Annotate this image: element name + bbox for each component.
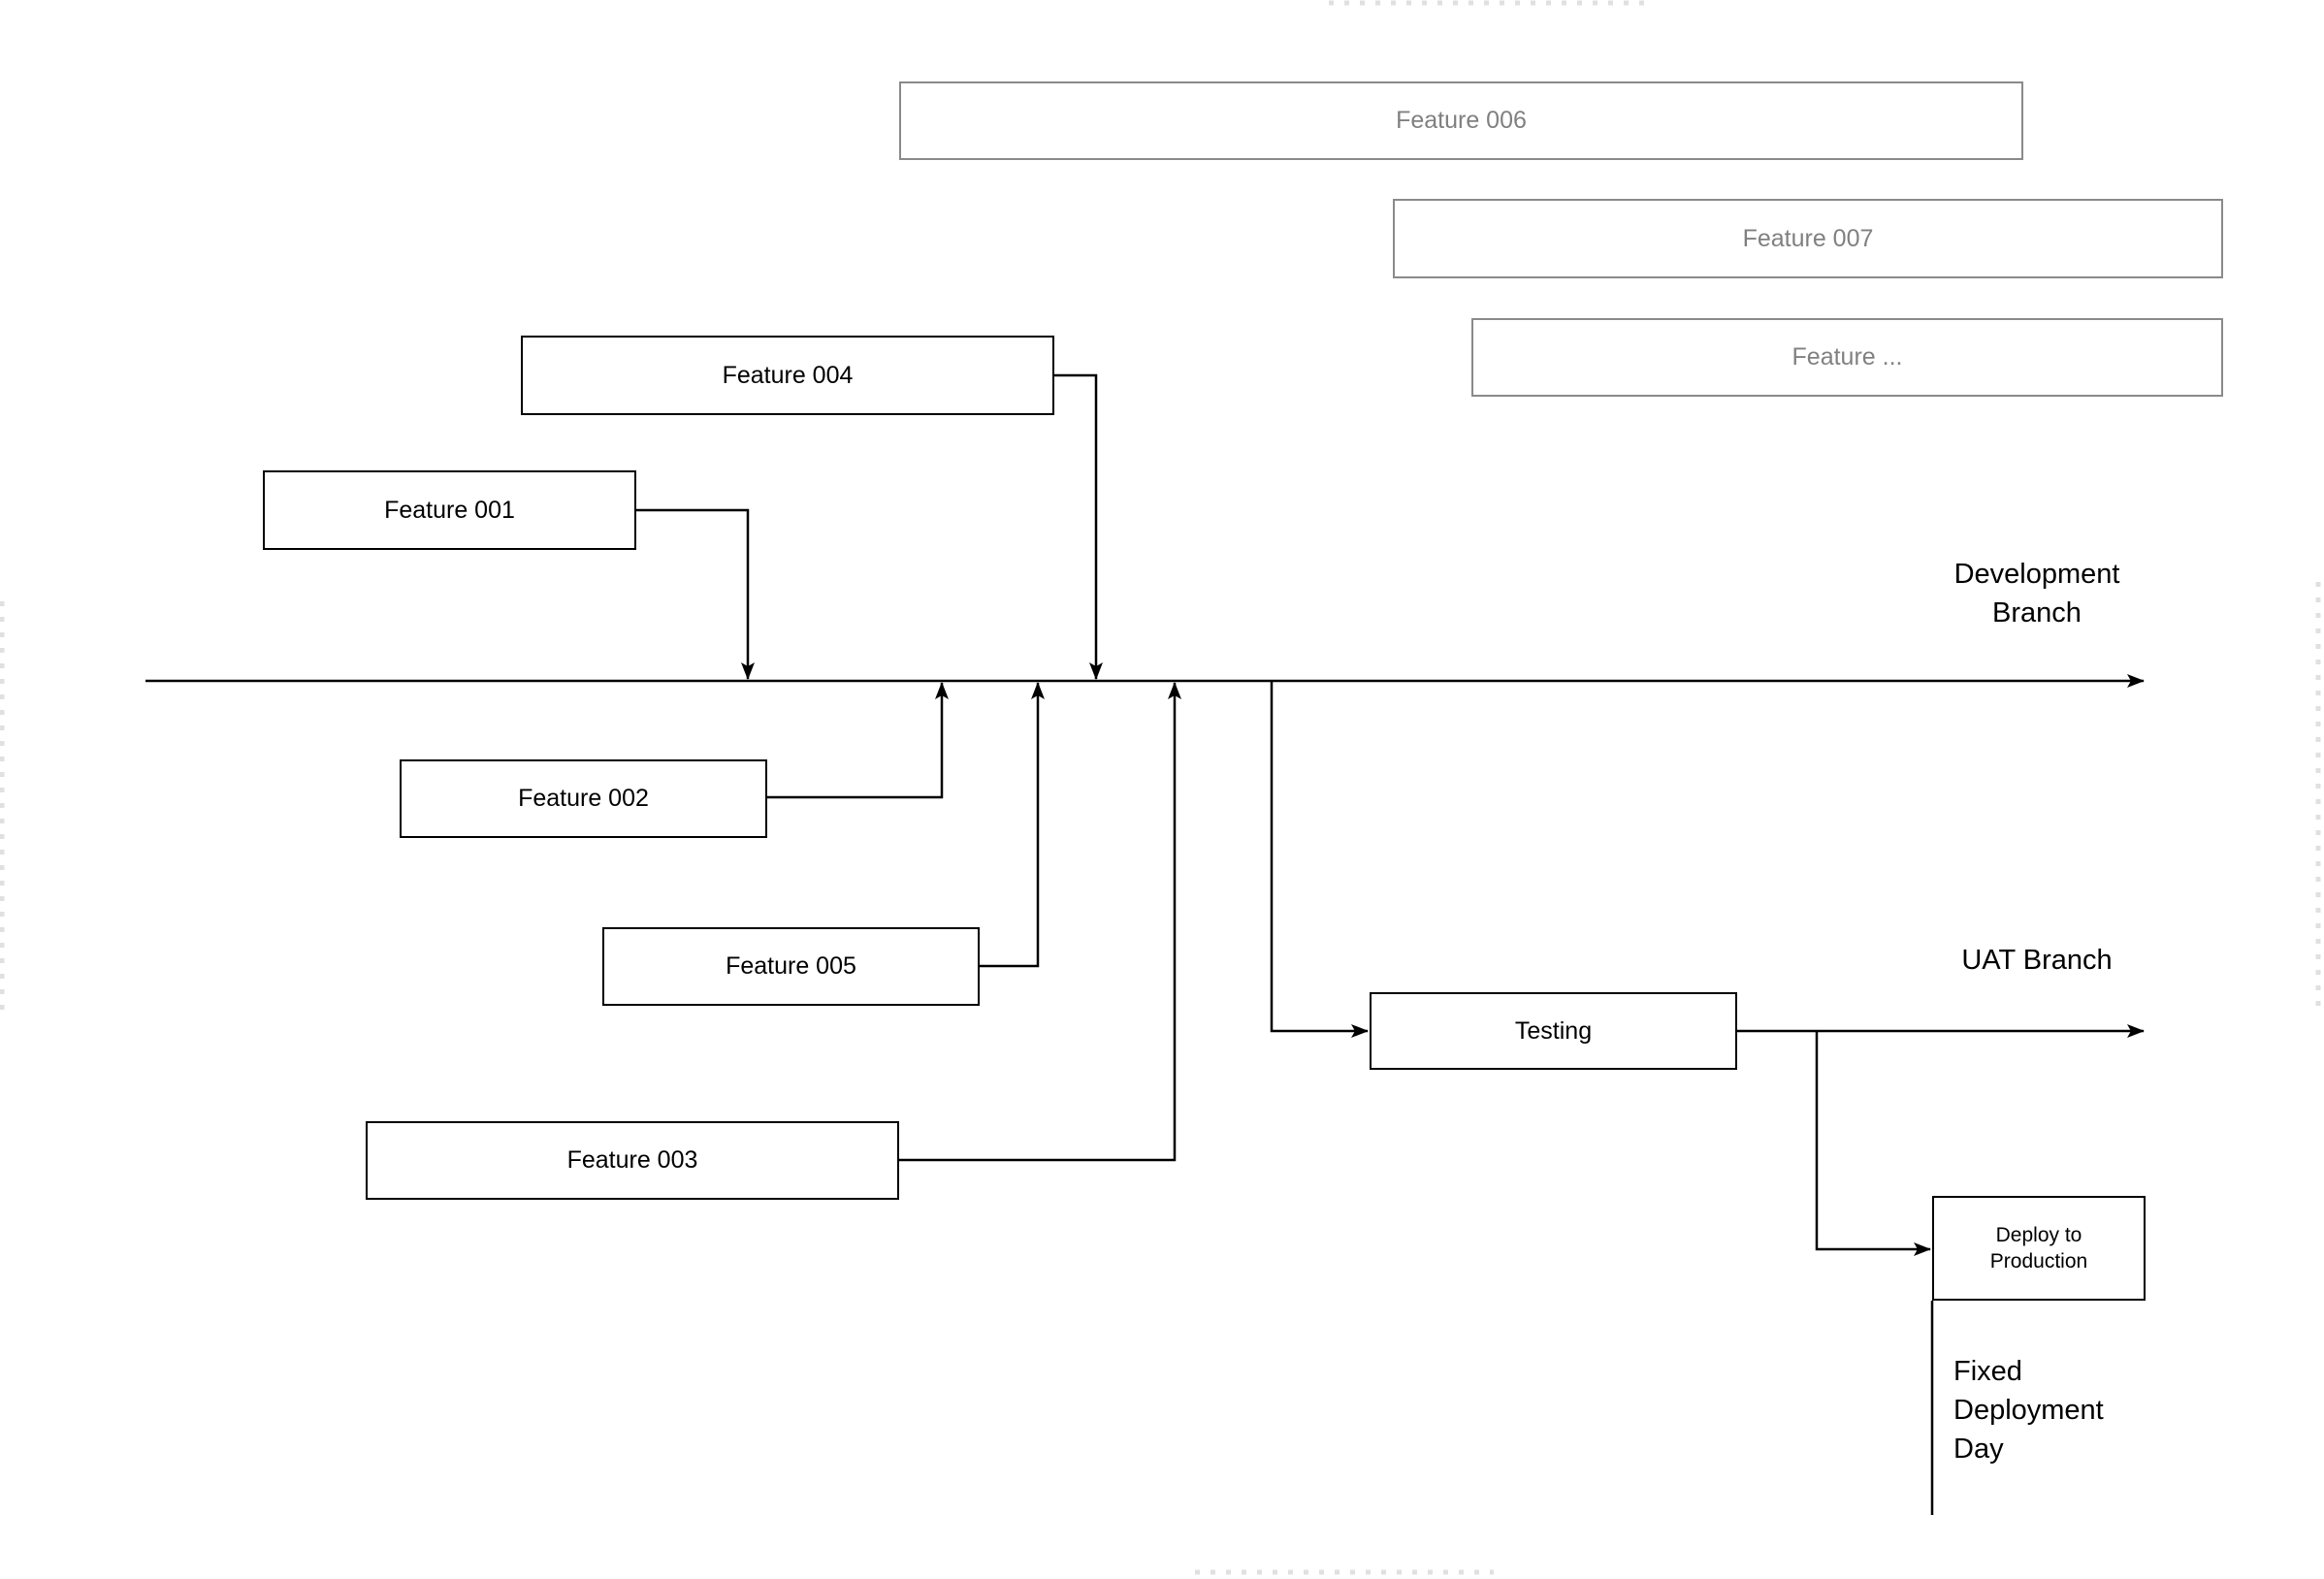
uat-branch-label: UAT Branch: [1961, 945, 2113, 976]
testing[interactable]: Testing: [1370, 992, 1737, 1070]
feature-001-label: Feature 001: [384, 496, 515, 524]
feature-004-label: Feature 004: [722, 361, 854, 389]
development-branch-label: Development Branch: [1953, 559, 2120, 628]
edge-feature-005-to-dev[interactable]: [980, 682, 1045, 968]
feature-001[interactable]: Feature 001: [263, 470, 636, 550]
feature-005-label: Feature 005: [726, 952, 856, 980]
feature-004[interactable]: Feature 004: [521, 336, 1054, 415]
edge-feature-003-to-dev[interactable]: [899, 682, 1181, 1162]
testing-label: Testing: [1514, 1016, 1593, 1045]
feature-006-label: Feature 006: [1396, 107, 1527, 134]
deploy-to-production-label: Deploy to Production: [1989, 1223, 2088, 1273]
edge-feature-002-to-dev[interactable]: [767, 682, 949, 799]
deploy-to-production[interactable]: Deploy to Production: [1932, 1196, 2146, 1301]
edge-feature-004-to-dev[interactable]: [1054, 373, 1103, 680]
feature-005[interactable]: Feature 005: [602, 927, 980, 1006]
feature-next[interactable]: Feature ...: [1471, 318, 2223, 397]
feature-006[interactable]: Feature 006: [899, 81, 2023, 160]
feature-007-label: Feature 007: [1742, 224, 1874, 252]
feature-next-label: Feature ...: [1791, 343, 1903, 371]
feature-002[interactable]: Feature 002: [400, 759, 767, 838]
feature-003[interactable]: Feature 003: [366, 1121, 899, 1200]
feature-002-label: Feature 002: [518, 785, 649, 812]
edge-dev-to-testing[interactable]: [1270, 681, 1369, 1038]
edge-feature-001-to-dev[interactable]: [636, 508, 755, 680]
edge-testing-to-deploy[interactable]: [1815, 1031, 1931, 1256]
fixed-deployment-day-label: Fixed Deployment Day: [1953, 1356, 2104, 1465]
feature-003-label: Feature 003: [566, 1146, 698, 1174]
feature-007[interactable]: Feature 007: [1393, 199, 2223, 278]
